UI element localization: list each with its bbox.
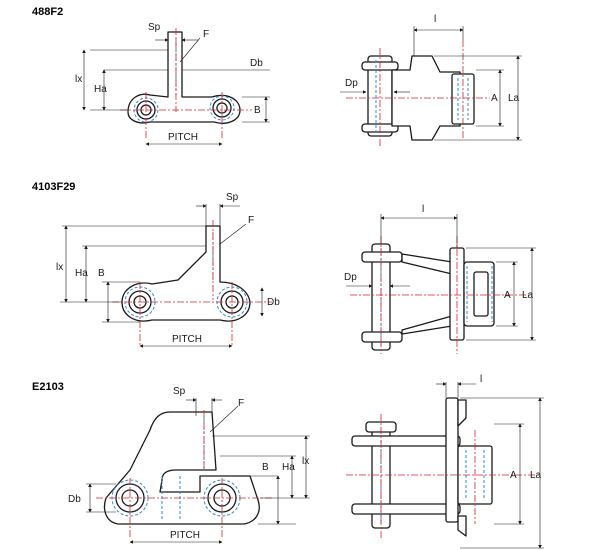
label-lx: lx [75,74,82,85]
label-pitch: PITCH [172,334,202,345]
label-pitch: PITCH [168,132,198,143]
label-a: A [491,93,498,104]
label-b: B [262,462,269,473]
front-view-488f2: l Dp A La [340,14,522,148]
label-l: l [480,374,482,385]
label-f: F [248,215,254,226]
label-la: La [508,93,520,104]
section-e2103: E2103 [32,374,544,549]
label-l: l [434,14,436,25]
label-l: l [422,204,424,215]
label-ha: Ha [282,462,295,473]
label-sp: Sp [148,22,161,33]
label-dp: Dp [344,272,357,283]
label-ha: Ha [94,84,107,95]
label-dp: Dp [345,78,358,89]
label-b: B [254,105,261,116]
label-a: A [504,290,511,301]
label-la: La [530,470,542,481]
label-a: A [510,470,517,481]
side-view-4103f29: Sp F lx Ha B Db PITCH [56,192,280,348]
label-db: Db [267,297,280,308]
front-view-4103f29: l Dp A La [344,204,536,354]
label-ha: Ha [75,268,88,279]
section-title: 488F2 [32,6,63,18]
label-db: Db [250,58,263,69]
label-pitch: PITCH [170,530,200,541]
label-b: B [98,268,105,279]
side-view-488f2: Sp F Db lx Ha B PITCH [75,22,270,146]
front-view-e2103: l A La [346,374,544,549]
section-title: E2103 [32,381,64,393]
label-sp: Sp [226,192,239,203]
section-488f2: 488F2 Sp [32,6,522,148]
label-sp: Sp [173,386,186,397]
label-f: F [203,29,209,40]
label-lx: lx [56,262,63,273]
label-db: Db [68,494,81,505]
section-4103f29: 4103F29 [32,181,536,354]
label-lx: lx [302,456,309,467]
label-f: F [238,398,244,409]
section-title: 4103F29 [32,181,75,193]
side-view-e2103: Sp F B Ha lx Db PITCH [68,386,310,544]
label-la: La [522,290,534,301]
